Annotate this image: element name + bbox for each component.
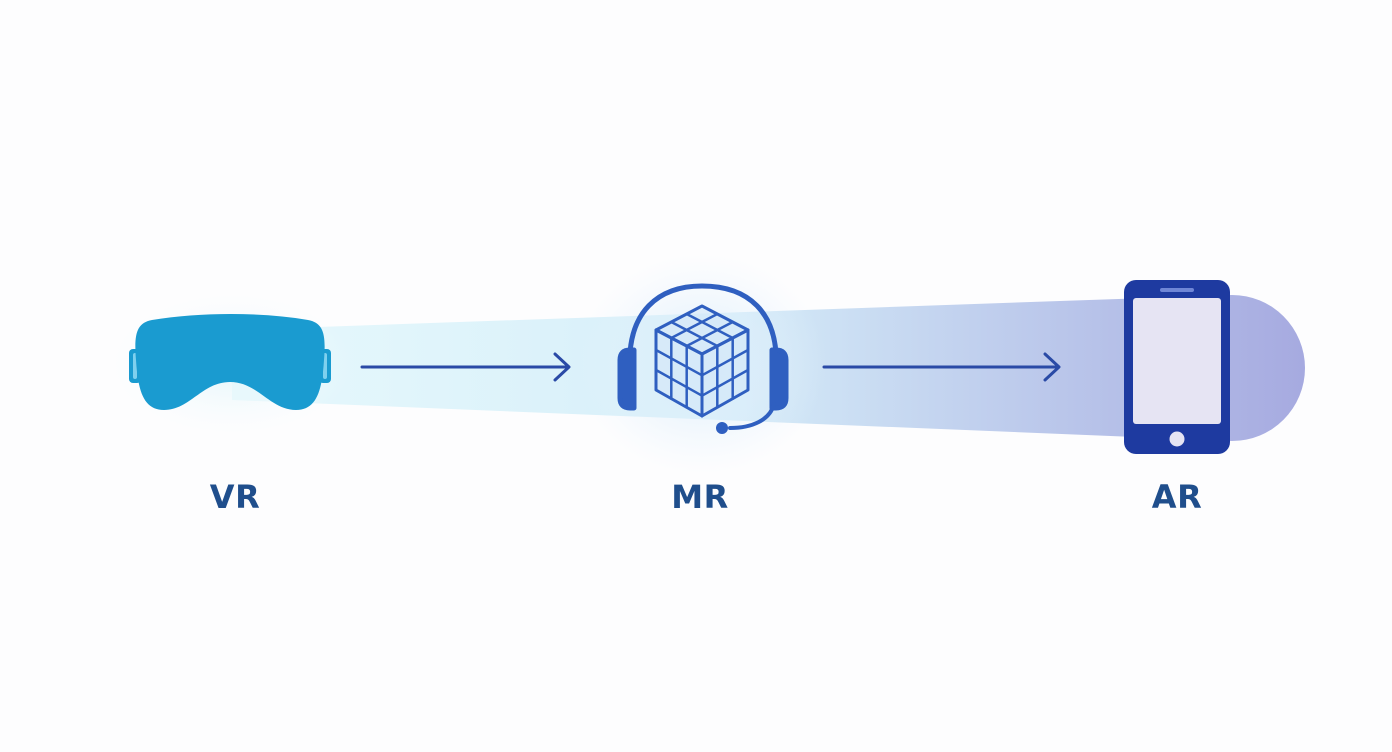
vr-headset-icon [129,314,331,410]
headset-cube-icon [617,283,789,434]
smartphone-icon [1124,280,1230,454]
node-label-vr: VR [209,478,261,516]
arrow-vr-to-mr [360,352,571,382]
node-label-ar: AR [1151,478,1203,516]
arrow-mr-to-ar [822,352,1061,382]
node-label-mr: MR [671,478,729,516]
